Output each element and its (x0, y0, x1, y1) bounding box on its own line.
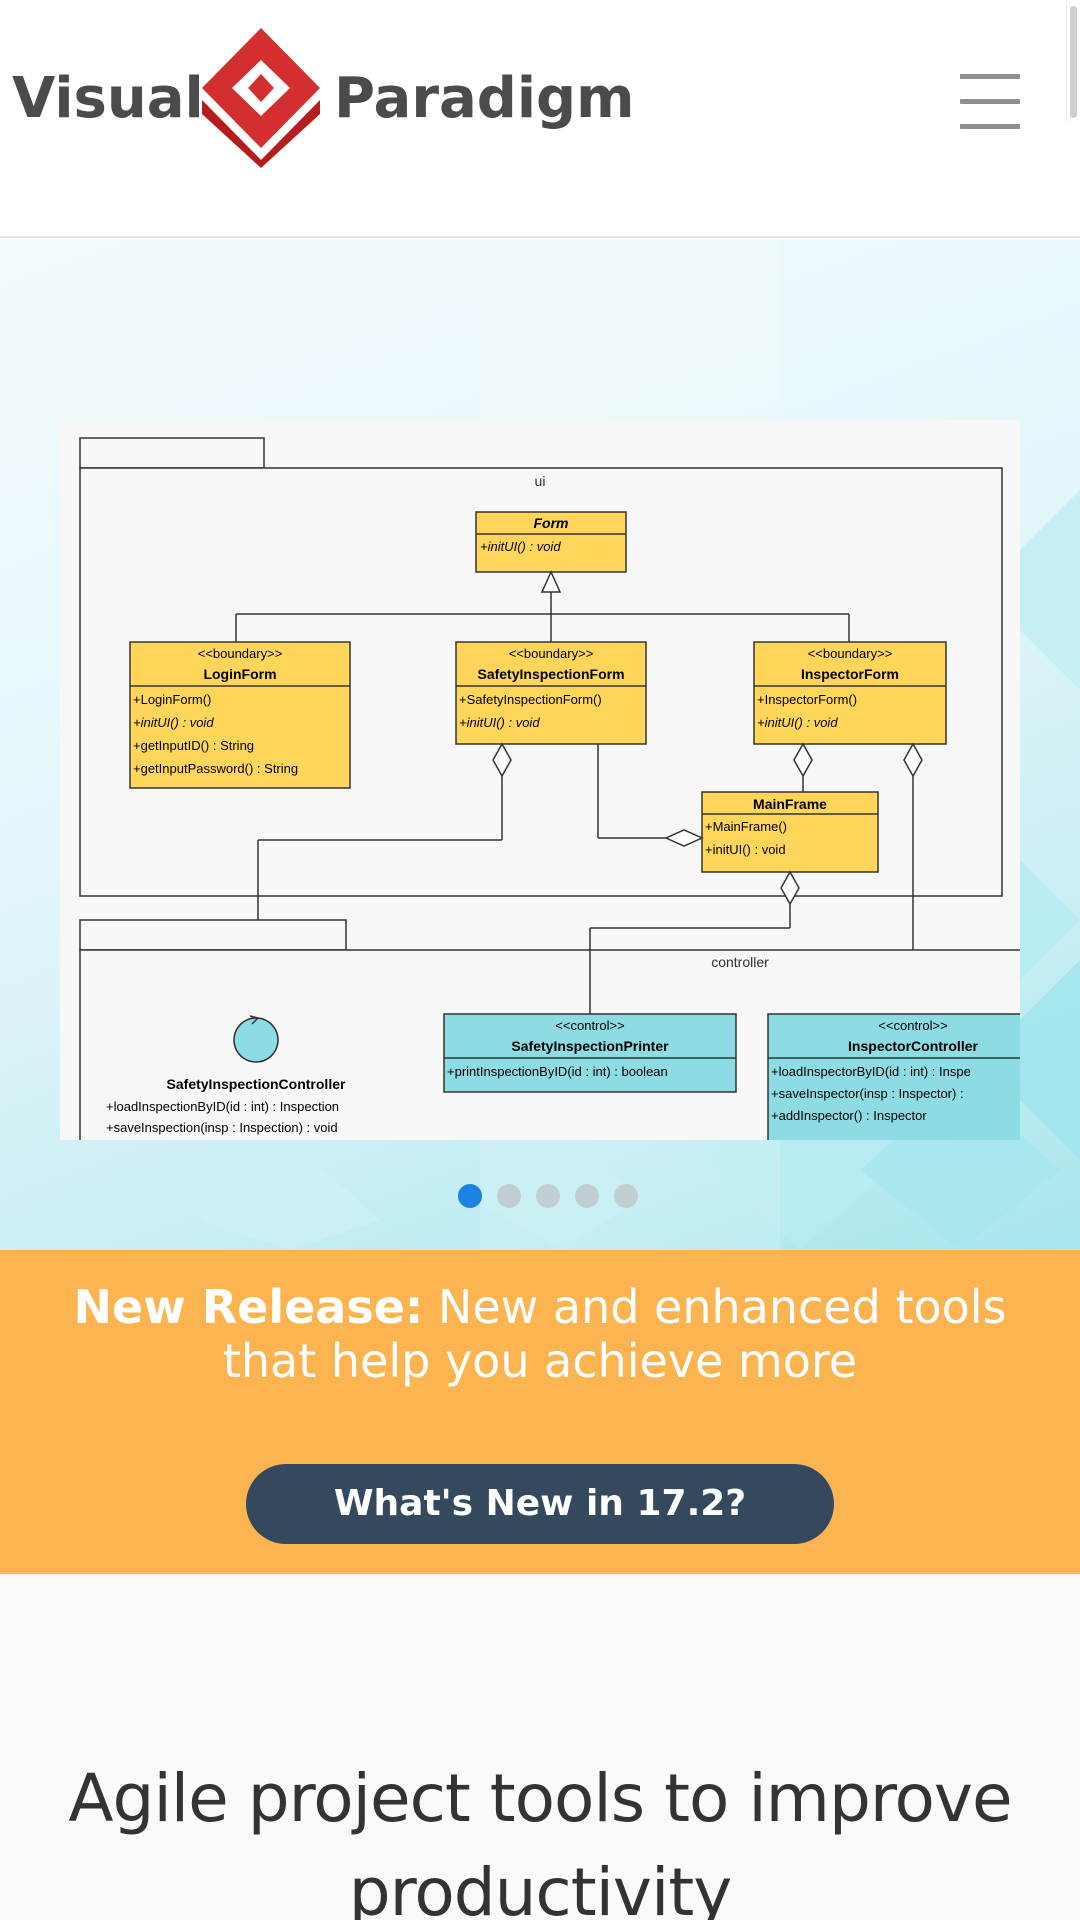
safetyinspectioncontroller-name: SafetyInspectionController (167, 1076, 346, 1092)
svg-text:+MainFrame(): +MainFrame() (705, 819, 787, 834)
visual-paradigm-logo[interactable]: Visual Paradigm (12, 22, 634, 168)
svg-text:+getInputID() : String: +getInputID() : String (133, 738, 254, 753)
safetyinspectionprinter-name: SafetyInspectionPrinter (511, 1038, 669, 1054)
whats-new-button[interactable]: What's New in 17.2? (246, 1464, 834, 1544)
svg-text:+InspectorForm(): +InspectorForm() (757, 692, 857, 707)
svg-text:+saveInspection(insp : Inspect: +saveInspection(insp : Inspection) : voi… (106, 1120, 338, 1135)
scrollbar-thumb[interactable] (1070, 6, 1077, 118)
controller-package-label: controller (711, 954, 769, 970)
carousel-dot-4[interactable] (575, 1184, 599, 1208)
release-description: New and enhanced tools that help you ach… (222, 1280, 1007, 1388)
logo-diamond-icon (202, 28, 320, 168)
svg-text:+initUI() : void: +initUI() : void (757, 715, 838, 730)
form-class-name: Form (534, 515, 569, 531)
carousel-pagination (458, 1184, 638, 1208)
form-op: +initUI() : void (480, 539, 561, 554)
svg-text:+saveInspector(insp : Inspecto: +saveInspector(insp : Inspector) : (771, 1086, 964, 1101)
inspectorcontroller-name: InspectorController (848, 1038, 978, 1054)
logo-text-visual: Visual (12, 66, 204, 131)
svg-text:+initUI() : void: +initUI() : void (133, 715, 214, 730)
carousel-dot-2[interactable] (497, 1184, 521, 1208)
safetyinspectionform-class-name: SafetyInspectionForm (477, 666, 624, 682)
svg-text:+getInputPassword() : String: +getInputPassword() : String (133, 761, 298, 776)
uml-diagram-slide[interactable]: ui Form +initUI() : void <<boundary>> Lo… (60, 420, 1020, 1140)
inspectorform-class-name: InspectorForm (801, 666, 899, 682)
svg-text:+printInspectionByID(id : int): +printInspectionByID(id : int) : boolean (447, 1064, 668, 1079)
section-headline: Agile project tools to improve productiv… (68, 1760, 1012, 1920)
site-header: Visual Paradigm (0, 0, 1080, 238)
svg-text:+loadInspectorByID(id : int) :: +loadInspectorByID(id : int) : Inspe (771, 1064, 971, 1079)
svg-text:+addInspector() : Inspector: +addInspector() : Inspector (771, 1108, 927, 1123)
carousel-dot-1[interactable] (458, 1184, 482, 1208)
svg-text:+SafetyInspectionForm(): +SafetyInspectionForm() (459, 692, 602, 707)
svg-text:+loadInspectionByID(id : int): +loadInspectionByID(id : int) : Inspecti… (106, 1099, 339, 1114)
svg-text:<<control>>: <<control>> (878, 1018, 947, 1033)
svg-text:<<boundary>>: <<boundary>> (198, 646, 283, 661)
hero-carousel: ui Form +initUI() : void <<boundary>> Lo… (0, 240, 1080, 1250)
mainframe-class-name: MainFrame (753, 796, 827, 812)
svg-text:+LoginForm(): +LoginForm() (133, 692, 211, 707)
carousel-dot-3[interactable] (536, 1184, 560, 1208)
logo-text-paradigm: Paradigm (334, 66, 635, 131)
svg-text:<<boundary>>: <<boundary>> (808, 646, 893, 661)
svg-text:<<boundary>>: <<boundary>> (509, 646, 594, 661)
release-label: New Release: (73, 1280, 424, 1334)
ui-package-label: ui (535, 473, 546, 489)
svg-text:<<control>>: <<control>> (555, 1018, 624, 1033)
carousel-dot-5[interactable] (614, 1184, 638, 1208)
loginform-class-name: LoginForm (203, 666, 276, 682)
svg-text:+initUI() : void: +initUI() : void (705, 842, 786, 857)
hamburger-menu-icon[interactable] (960, 74, 1020, 130)
release-message: New Release: New and enhanced tools that… (30, 1280, 1050, 1388)
svg-text:+initUI() : void: +initUI() : void (459, 715, 540, 730)
new-release-banner: New Release: New and enhanced tools that… (0, 1250, 1080, 1574)
